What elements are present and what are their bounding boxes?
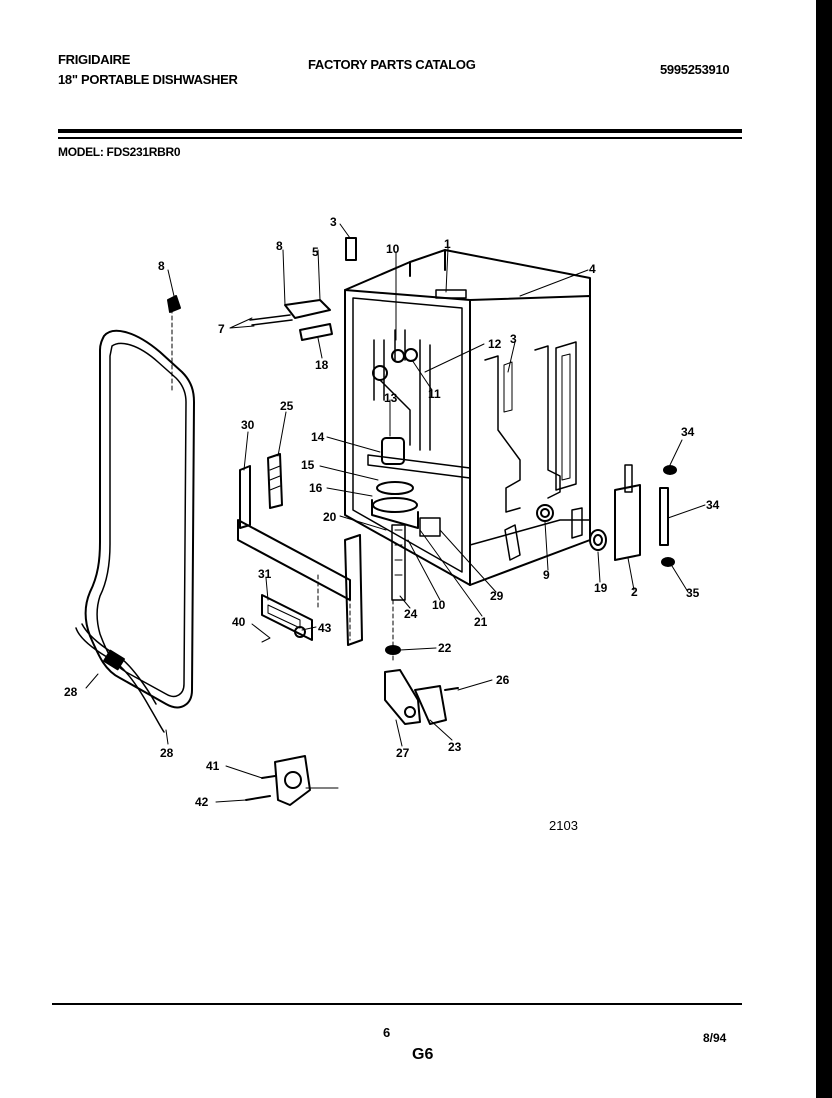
callout-label: 23 [448, 740, 462, 754]
callout-label: 35 [686, 586, 700, 600]
callout-label: 11 [428, 387, 441, 401]
callout-label: 30 [241, 418, 255, 432]
tub-top [344, 249, 591, 297]
model-label: MODEL: FDS231RBR0 [58, 145, 181, 159]
callout-label: 15 [301, 458, 315, 472]
callout-label: 5 [312, 245, 319, 259]
inlet-valve [274, 755, 311, 806]
callout-label: 29 [490, 589, 504, 603]
callout-label: 27 [396, 746, 410, 760]
callout-label: 41 [206, 759, 220, 773]
detergent-cup [614, 484, 641, 561]
callout-label: 8 [158, 259, 165, 273]
callout-label: 34 [706, 498, 720, 512]
callout-label: 22 [438, 641, 452, 655]
header-rule [58, 129, 742, 133]
brand: FRIGIDAIRE [58, 52, 131, 67]
callout-label: 4 [589, 262, 596, 276]
callout-label: 8 [276, 239, 283, 253]
callout-label: 1 [444, 237, 451, 251]
page-number: 6 [383, 1025, 391, 1040]
callout-label: 13 [384, 391, 398, 405]
callout-label: 24 [404, 607, 418, 621]
callout-label: 14 [311, 430, 325, 444]
callout-label: 9 [543, 568, 550, 582]
catalog-number: 5995253910 [660, 62, 730, 77]
header-rule-thin [58, 137, 742, 139]
callout-label: 12 [488, 337, 502, 351]
callout-label: 2 [631, 585, 638, 599]
product-name: 18" PORTABLE DISHWASHER [58, 72, 238, 87]
drain-hose [75, 627, 165, 733]
callout-label: 3 [330, 215, 337, 229]
callout-label: 7 [218, 322, 225, 336]
callout-label: 16 [309, 481, 323, 495]
callout-label: 21 [474, 615, 488, 629]
figure-code: 2103 [549, 818, 578, 833]
callout-label: 42 [195, 795, 209, 809]
catalog-title: FACTORY PARTS CATALOG [308, 57, 476, 72]
callout-label: 34 [681, 425, 695, 439]
callout-label: 10 [432, 598, 446, 612]
callout-label: 43 [318, 621, 332, 635]
callout-label: 20 [323, 510, 337, 524]
hinge-bracket [237, 519, 351, 601]
revision-date: 8/94 [703, 1031, 727, 1045]
callout-label: 28 [160, 746, 174, 760]
callout-label: 25 [280, 399, 294, 413]
callout-label: 28 [64, 685, 78, 699]
door-gasket [84, 329, 195, 709]
callout-label: 10 [386, 242, 400, 256]
callout-label: 26 [496, 673, 510, 687]
callout-label: 31 [258, 567, 272, 581]
tub-side [469, 295, 591, 586]
callout-label: 18 [315, 358, 329, 372]
right-border [816, 0, 832, 1098]
footer-rule [52, 1003, 742, 1005]
callout-label: 19 [594, 581, 608, 595]
callout-label: 3 [510, 332, 517, 346]
callout-label: 40 [232, 615, 246, 629]
section-code: G6 [412, 1046, 434, 1063]
